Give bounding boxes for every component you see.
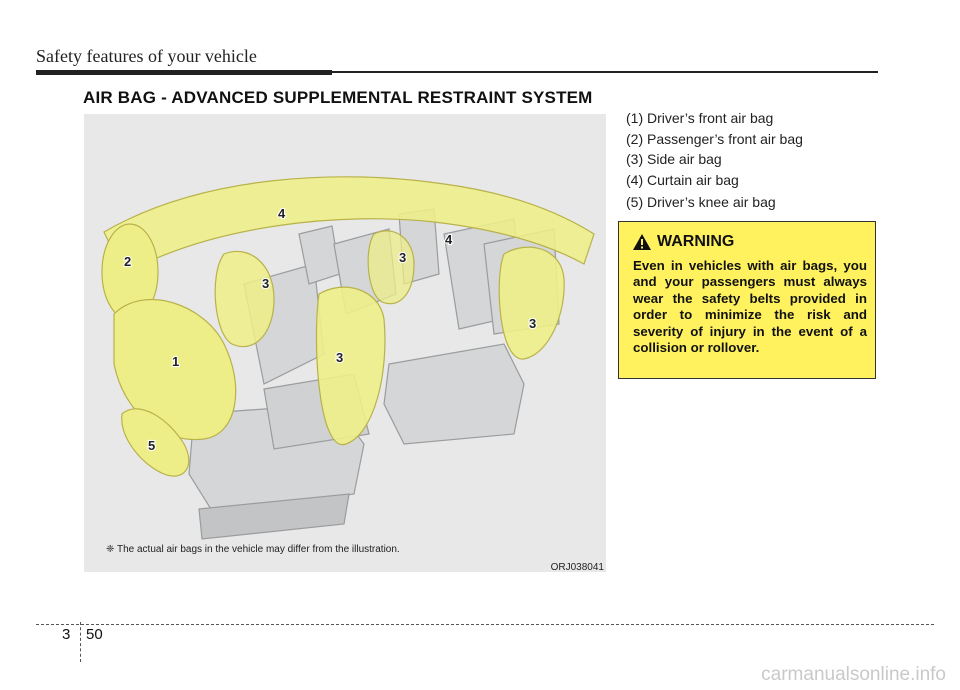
side-airbag-front-left [214,250,275,348]
image-code: ORJ038041 [550,562,604,573]
warning-box: WARNING Even in vehicles with air bags, … [618,221,876,379]
watermark: carmanualsonline.info [761,664,946,685]
section-title: Safety features of your vehicle [36,46,257,66]
legend-item: (3) Side air bag [626,151,722,167]
page-number: 50 [86,626,103,643]
airbag-legend-list: (1) Driver’s front air bag (2) Passenger… [626,108,803,213]
callout-4b: 4 [445,232,453,247]
footer-rule [36,624,934,625]
side-airbag-rear-left [367,230,415,305]
callout-4a: 4 [278,206,286,221]
header-rule-thin [332,71,878,73]
warning-text: Even in vehicles with air bags, you and … [633,258,867,356]
knee-airbag [121,408,190,477]
warning-triangle-icon [633,234,651,250]
callout-5: 5 [148,438,155,453]
page-divider [80,622,81,662]
callout-3c: 3 [399,250,406,265]
side-airbag-driver [315,286,386,445]
legend-item: (2) Passenger’s front air bag [626,130,803,147]
chapter-number: 3 [62,626,71,643]
legend-item: (4) Curtain air bag [626,171,739,188]
header-rule-thick [36,70,332,75]
callout-3b: 3 [336,350,343,365]
side-airbag-rear-right [498,246,565,360]
driver-seat-base [198,493,350,540]
callout-3a: 3 [262,276,269,291]
callout-1: 1 [172,354,179,369]
callout-3d: 3 [529,316,536,331]
callout-2: 2 [124,254,131,269]
airbag-diagram: 1 2 3 3 3 3 4 4 5 [101,176,595,540]
curtain-airbag [103,176,595,275]
legend-item: (1) Driver’s front air bag [626,110,774,126]
airbag-illustration: 1 2 3 3 3 3 4 4 5 ❈ The actual air bags … [84,114,606,573]
legend-item: (5) Driver’s knee air bag [626,194,776,210]
rear-seat-cushion [383,343,525,445]
illustration-footnote: ❈ The actual air bags in the vehicle may… [106,544,400,555]
warning-title: WARNING [657,233,735,250]
page-heading: AIR BAG - ADVANCED SUPPLEMENTAL RESTRAIN… [83,88,593,107]
